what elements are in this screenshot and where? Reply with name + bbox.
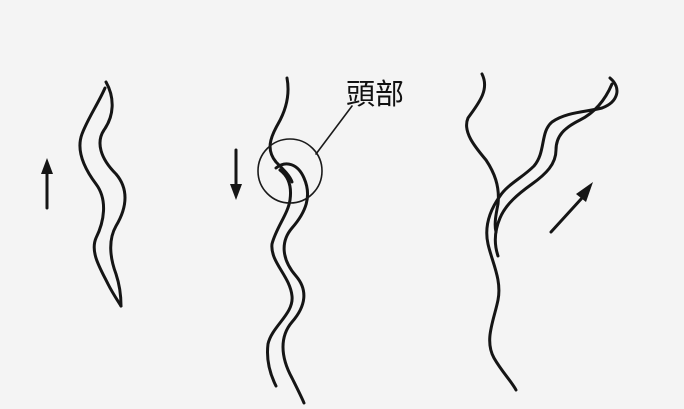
head-callout: 頭部 [258, 77, 404, 203]
head-leader-line [316, 106, 352, 154]
worm-right-body-a [487, 78, 617, 390]
worm-left [80, 82, 125, 306]
arrow-down-icon [230, 150, 242, 200]
worm-middle [267, 78, 307, 403]
head-label: 頭部 [346, 77, 404, 111]
worm-right [467, 74, 617, 390]
arrow-up-icon [41, 158, 53, 208]
arrow-up-right-icon [551, 182, 593, 232]
